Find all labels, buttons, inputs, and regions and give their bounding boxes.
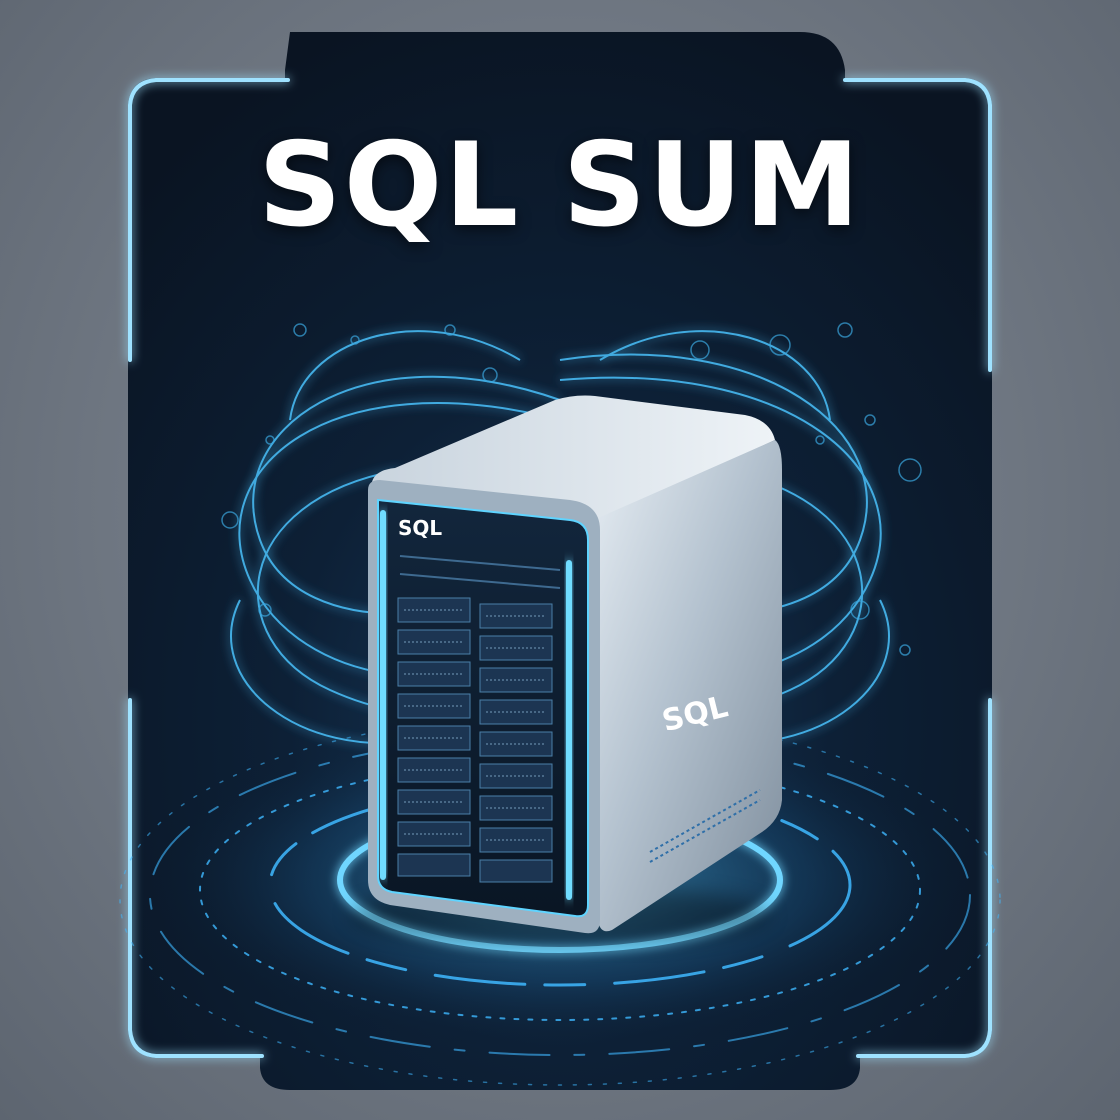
server-front-label: SQL bbox=[398, 516, 442, 540]
page-title: SQL SUM bbox=[258, 118, 862, 253]
server-icon: SQL SQL bbox=[350, 395, 782, 945]
bubble-dots bbox=[221, 322, 922, 656]
